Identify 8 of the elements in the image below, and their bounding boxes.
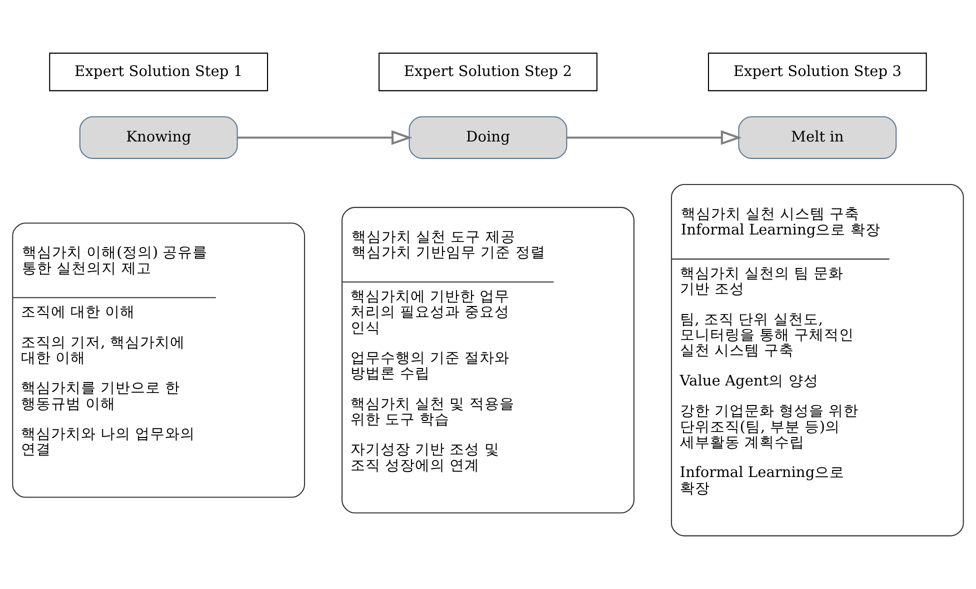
arrow (237, 130, 412, 145)
node-box: Melt in (738, 116, 897, 159)
node-box: Expert Solution Step 3 (708, 52, 927, 92)
node-box: Knowing (79, 116, 238, 159)
arrow (566, 130, 742, 145)
node-box: Expert Solution Step 1 (49, 52, 268, 92)
node-box: Doing (408, 116, 568, 159)
node-box: Expert Solution Step 2 (378, 52, 598, 92)
